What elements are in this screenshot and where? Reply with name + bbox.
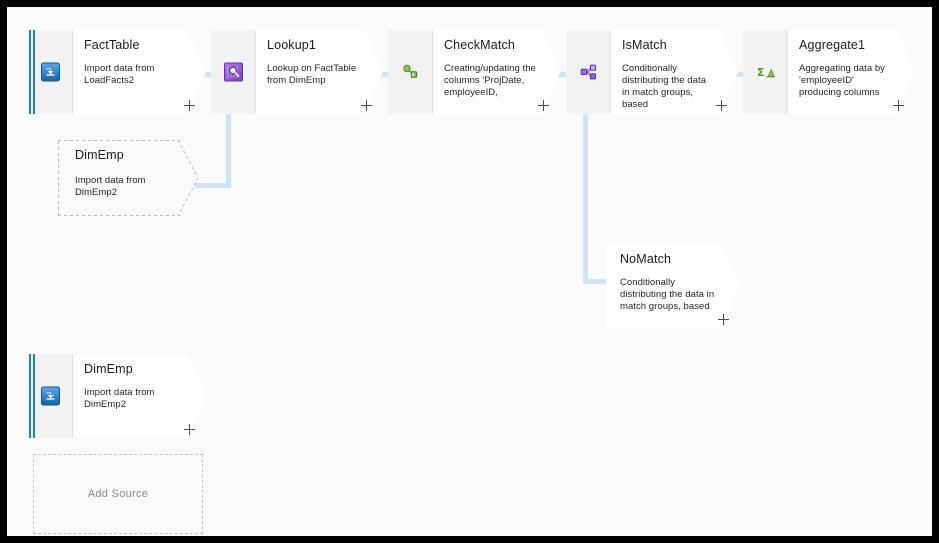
node-lookup1[interactable]: Lookup1 Lookup on FactTable from DimEmp [211,30,383,114]
node-content: DimEmp Import data from DimEmp2 [84,362,182,432]
node-ismatch[interactable]: IsMatch Conditionally distributing the d… [566,30,738,114]
node-title: CheckMatch [444,38,515,52]
node-content: Lookup1 Lookup on FactTable from DimEmp [267,38,359,108]
node-content: DimEmp Import data from DimEmp2 [75,148,178,210]
conditional-split-icon [579,63,598,82]
derived-column-icon [401,63,420,82]
node-checkmatch[interactable]: CheckMatch Creating/updating the columns… [388,30,560,114]
node-dimemp[interactable]: DimEmp Import data from DimEmp2 [28,354,206,438]
connector-ismatch-to-nomatch-vertical [583,111,588,283]
node-title: Lookup1 [267,38,317,52]
aggregate-icon: Σ [756,63,775,82]
add-next-step-button[interactable] [184,424,196,436]
connector-dimemp-to-lookup1-horizontal [195,183,231,188]
data-flow-canvas[interactable]: FactTable Import data from LoadFacts2 [7,7,932,536]
connector-dimemp-to-lookup1-vertical [226,111,231,188]
svg-text:Σ: Σ [757,66,765,79]
node-description: Aggregating data by 'employeeID' produci… [799,63,885,98]
add-next-step-button[interactable] [538,100,550,112]
node-title: DimEmp [75,148,124,162]
node-description: Conditionally distributing the data in m… [622,63,706,110]
node-content: CheckMatch Creating/updating the columns… [444,38,536,108]
source-import-icon [41,62,60,82]
add-next-step-button[interactable] [893,100,905,112]
node-nomatch[interactable]: NoMatch Conditionally distributing the d… [606,244,740,328]
node-description: Import data from DimEmp2 [75,175,146,198]
node-dashed-outline [58,140,198,216]
node-description: Conditionally distributing the data in m… [620,277,715,312]
node-description: Creating/updating the columns 'ProjDate,… [444,63,536,98]
node-content: FactTable Import data from LoadFacts2 [84,38,182,108]
node-content: Aggregate1 Aggregating data by 'employee… [799,38,891,108]
node-aggregate1[interactable]: Σ Aggregate1 Aggregating data by 'employ… [743,30,915,114]
node-title: IsMatch [622,38,667,52]
lookup-icon [224,62,243,82]
add-next-step-button[interactable] [718,314,730,326]
node-content: IsMatch Conditionally distributing the d… [622,38,714,110]
node-content: NoMatch Conditionally distributing the d… [620,252,718,322]
node-dimemp-reference[interactable]: DimEmp Import data from DimEmp2 [58,140,198,216]
node-icon-gutter [743,30,788,114]
add-next-step-button[interactable] [361,100,373,112]
node-facttable[interactable]: FactTable Import data from LoadFacts2 [28,30,206,114]
source-import-icon [41,386,60,406]
add-next-step-button[interactable] [184,100,196,112]
source-indicator-bars [28,30,37,114]
add-source-button[interactable]: Add Source [33,454,203,534]
node-description: Lookup on FactTable from DimEmp [267,63,357,86]
node-card [606,244,740,328]
connector-ismatch-to-nomatch-horizontal [583,279,611,284]
node-description: Import data from DimEmp2 [84,387,155,410]
node-title: DimEmp [84,362,133,376]
node-description: Import data from LoadFacts2 [84,63,155,86]
node-title: Aggregate1 [799,38,866,52]
add-next-step-button[interactable] [716,100,728,112]
source-indicator-bars [28,354,37,438]
add-source-label: Add Source [87,488,149,500]
node-title: FactTable [84,38,140,52]
node-title: NoMatch [620,252,672,266]
